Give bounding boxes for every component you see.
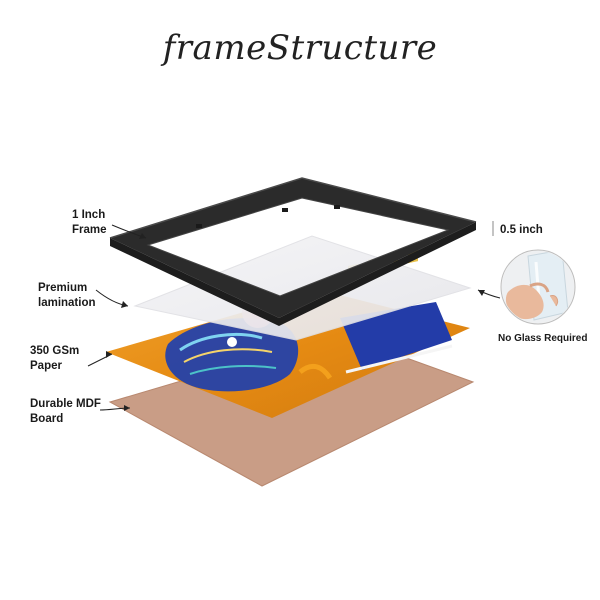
arrow-icon xyxy=(95,289,129,308)
label-paper: 350 GSm Paper xyxy=(30,345,80,372)
label-board: Durable MDF Board xyxy=(30,398,101,425)
label-depth: 0.5 inch xyxy=(500,224,543,236)
arrow-icon xyxy=(99,405,131,411)
page-title: frameStructure xyxy=(162,28,438,68)
arrow-icon xyxy=(87,351,113,367)
arrow-icon xyxy=(111,224,147,239)
circle-inset-hand-icon xyxy=(500,249,576,325)
black-frame xyxy=(109,177,477,326)
arrow-icon xyxy=(477,289,501,299)
label-no-glass: No Glass Required xyxy=(498,333,588,344)
label-frame: 1 Inch Frame xyxy=(72,209,107,236)
label-lamination: Premium lamination xyxy=(38,282,96,309)
